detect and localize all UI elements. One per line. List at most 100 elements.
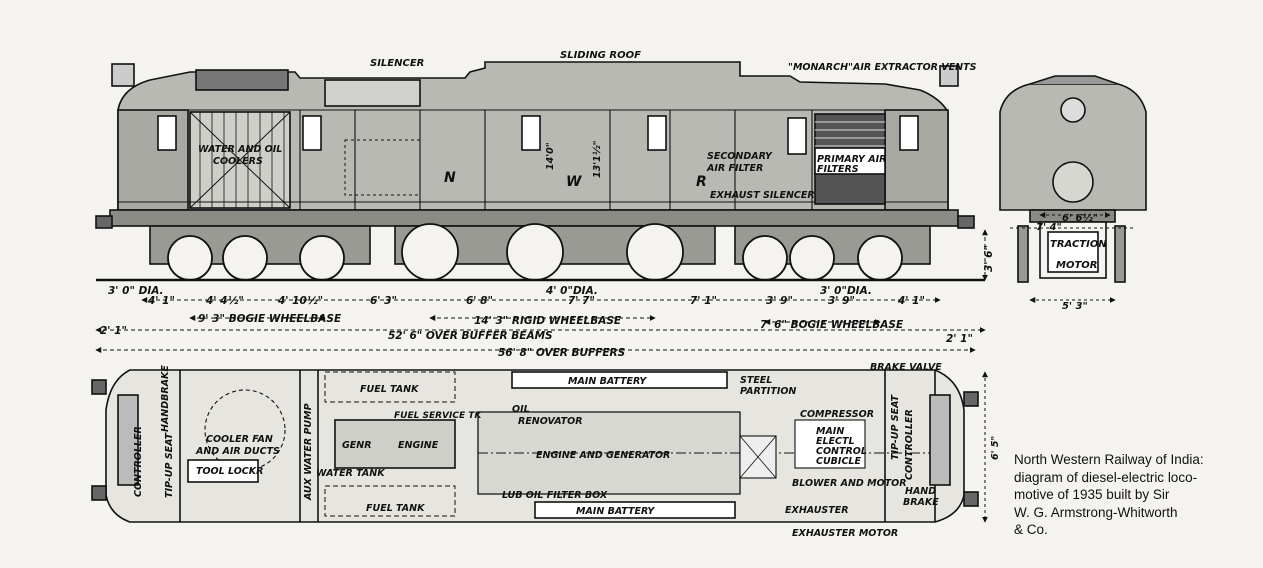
wheel — [506, 223, 564, 281]
label-hand-brake-2: BRAKE — [903, 497, 939, 508]
wheel — [401, 223, 459, 281]
label-coolers-2: COOLERS — [213, 156, 263, 167]
dim-4-1-left: 4' 1" — [147, 295, 175, 307]
end-buffer-disc — [1052, 161, 1094, 203]
dim-3-9-a: 3' 9" — [766, 295, 793, 307]
dim-7-4: 7' 4" — [1036, 222, 1062, 233]
dim-4-10half: 4' 10½" — [277, 295, 323, 307]
dim-over-buffers: 56' 8" OVER BUFFERS — [498, 347, 625, 359]
window — [157, 115, 177, 151]
label-exhauster: EXHAUSTER — [785, 505, 849, 516]
label-exhauster-motor: EXHAUSTER MOTOR — [792, 528, 898, 539]
cooler-fan — [204, 389, 286, 471]
label-genr: GENR — [342, 440, 372, 451]
label-cooler-fan-1: COOLER FAN — [206, 434, 273, 445]
dim-3-9-b: 3' 9" — [828, 295, 855, 307]
aux-engine — [334, 419, 456, 469]
window — [302, 115, 322, 151]
dim-6-3: 6' 3" — [370, 295, 397, 307]
wheel — [742, 235, 788, 281]
dimension-labels: 3' 0" DIA. 4' 0"DIA. 3' 0"DIA. 4' 1" 4' … — [100, 245, 995, 359]
caption-line: diagram of diesel-electric loco- — [1014, 469, 1198, 485]
dim-7-1: 7' 1" — [690, 295, 717, 307]
label-extractor-vents: "MONARCH"AIR EXTRACTOR VENTS — [788, 62, 977, 73]
label-controller-left: CONTROLLER — [133, 426, 144, 497]
letter-r: R — [696, 174, 707, 190]
label-secondary-2: AIR FILTER — [706, 163, 763, 174]
label-engine: ENGINE — [398, 440, 439, 451]
label-lub-oil: LUB OIL FILTER BOX — [502, 490, 608, 501]
caption-line: motive of 1935 built by Sir — [1014, 487, 1170, 502]
label-brake-valve: BRAKE VALVE — [870, 362, 942, 373]
dim-4-1-right: 4' 1" — [897, 295, 925, 307]
window — [899, 115, 919, 151]
label-aux-water-pump: AUX WATER PUMP — [303, 403, 314, 501]
buffer-left — [95, 215, 113, 229]
label-cubicle-1: MAIN — [816, 426, 844, 437]
label-tool-lock: TOOL LOCKR — [196, 466, 263, 477]
label-engine-generator: ENGINE AND GENERATOR — [536, 450, 670, 461]
window — [787, 117, 807, 155]
dim-4-4half: 4' 4½" — [205, 295, 244, 307]
label-exhaust-silencer: EXHAUST SILENCER — [710, 190, 815, 201]
label-cubicle-4: CUBICLE — [816, 456, 861, 467]
control-cubicle — [794, 419, 866, 469]
letter-n: N — [444, 170, 456, 186]
label-secondary-1: SECONDARY — [707, 151, 773, 162]
label-oil-2: RENOVATOR — [518, 416, 583, 427]
end-headlamp — [1060, 97, 1086, 123]
window — [647, 115, 667, 151]
label-cubicle-2: ELECTL — [816, 436, 855, 447]
dim-bogie-wb-left: 9' 3" BOGIE WHEELBASE — [198, 313, 342, 325]
dim-height-3-6: 3' 6" — [983, 245, 995, 272]
label-cooler-fan-2: AND AIR DUCTS — [195, 446, 280, 457]
label-oil-1: OIL — [512, 404, 530, 415]
label-water-tank: WATER TANK — [316, 468, 385, 479]
dimension-lines — [95, 229, 988, 353]
caption-line: & Co. — [1014, 522, 1048, 537]
dim-7-7: 7' 7" — [568, 295, 595, 307]
cab-left — [117, 109, 189, 211]
dim-6-8: 6' 8" — [466, 295, 493, 307]
label-steel-1: STEEL — [740, 375, 772, 386]
label-cubicle-3: CONTROL — [816, 446, 867, 457]
dim-end-left: 2' 1" — [100, 325, 127, 337]
label-fuel-tank-bottom: FUEL TANK — [366, 503, 425, 514]
wheel — [626, 223, 684, 281]
label-height-13: 13'1½" — [592, 140, 603, 178]
label-steel-2: PARTITION — [740, 386, 796, 397]
label-width-6-5: 6' 5" — [990, 436, 1001, 460]
label-silencer: SILENCER — [370, 58, 424, 69]
label-height-14: 14'0" — [545, 142, 556, 170]
window — [521, 115, 541, 151]
headlamp-right — [939, 65, 959, 87]
label-primary-2: FILTERS — [817, 164, 859, 175]
wheel — [789, 235, 835, 281]
plan-labels: HANDBRAKE CONTROLLER TIP-UP SEAT COOLER … — [133, 362, 1001, 539]
label-primary-1: PRIMARY AIR — [817, 154, 886, 165]
fuel-tank-top-box — [324, 371, 456, 403]
main-battery-top — [511, 371, 728, 389]
silencer-box — [324, 79, 421, 107]
caption-line: W. G. Armstrong-Whitworth — [1014, 504, 1178, 520]
letter-w: W — [566, 174, 582, 190]
dim-6-6half: 6' 6½" — [1062, 212, 1098, 224]
label-main-battery-bottom: MAIN BATTERY — [576, 506, 655, 517]
tool-locker-box — [187, 459, 259, 483]
label-fuel-service-tank: FUEL SERVICE TK — [394, 411, 482, 421]
buffer-right — [957, 215, 975, 229]
traction-motor — [1047, 231, 1099, 273]
wheel — [222, 235, 268, 281]
dim-wheel-mid: 4' 0"DIA. — [545, 285, 598, 297]
dim-rigid-wb: 14' 3" RIGID WHEELBASE — [474, 315, 622, 327]
label-main-battery-top: MAIN BATTERY — [568, 376, 647, 387]
label-fuel-tank-top: FUEL TANK — [360, 384, 419, 395]
wheel — [167, 235, 213, 281]
dim-wheel-right: 3' 0"DIA. — [820, 285, 872, 297]
label-tipup-right: TIP-UP SEAT — [890, 393, 901, 460]
caption-line: North Western Railway of India: — [1014, 452, 1204, 467]
side-elevation — [95, 61, 985, 282]
fuel-tank-bottom-box — [324, 485, 456, 517]
